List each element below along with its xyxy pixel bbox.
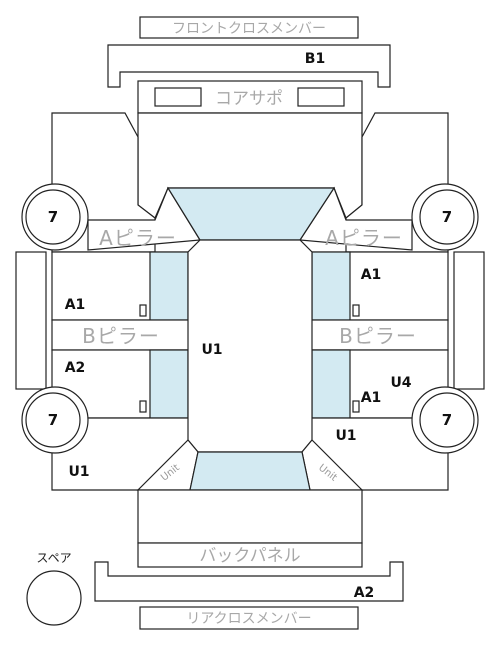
- left-front-handle: [139, 304, 147, 317]
- left-front-window[interactable]: [149, 251, 189, 321]
- rear-right-tire[interactable]: 7: [411, 386, 479, 454]
- front-right-tire[interactable]: 7: [411, 183, 479, 251]
- roof-code: U1: [201, 342, 222, 358]
- right-front-door-code: A1: [361, 267, 382, 283]
- back-panel[interactable]: [137, 542, 363, 568]
- rear-left-tire[interactable]: 7: [21, 386, 89, 454]
- front-left-tire-value: 7: [48, 208, 58, 226]
- right-front-handle: [352, 304, 360, 317]
- rear-left-tire-inner: [25, 392, 81, 448]
- right-rear-quarter-code: U1: [335, 428, 356, 444]
- left-rear-door-code: A2: [65, 360, 86, 376]
- front-cross-member-label: フロントクロスメンバー: [172, 21, 326, 37]
- rear-member-code: A2: [354, 585, 375, 601]
- front-right-tire-value: 7: [442, 208, 452, 226]
- left-rear-window[interactable]: [149, 349, 189, 419]
- right-rear-window[interactable]: [311, 349, 351, 419]
- front-left-tire[interactable]: 7: [21, 183, 89, 251]
- front-member-bracket[interactable]: [107, 44, 391, 88]
- left-b-pillar-label: Bピラー: [82, 324, 160, 348]
- front-right-tire-inner: [419, 189, 475, 245]
- right-rear-handle: [352, 400, 360, 413]
- rear-cross-member[interactable]: [139, 606, 359, 630]
- right-a-pillar-label: Aピラー: [325, 226, 403, 250]
- rear-right-tire-inner: [419, 392, 475, 448]
- core-support-label: コアサポ: [215, 89, 283, 109]
- left-front-door-code: A1: [65, 297, 86, 313]
- left-a-pillar-label: Aピラー: [99, 226, 177, 250]
- left-rear-quarter-code: U1: [68, 464, 89, 480]
- rear-member-bracket[interactable]: [94, 561, 404, 602]
- right-rear-unit-code: U4: [390, 375, 411, 391]
- rear-window[interactable]: [189, 451, 311, 491]
- rear-right-tire-value: 7: [442, 411, 452, 429]
- back-panel-label: バックパネル: [199, 546, 300, 566]
- right-rear-door-code: A1: [361, 390, 382, 406]
- left-rear-handle: [139, 400, 147, 413]
- trunk[interactable]: [137, 489, 363, 544]
- rear-cross-member-label: リアクロスメンバー: [186, 611, 311, 627]
- front-member-code: B1: [305, 51, 325, 67]
- front-cross-member[interactable]: [139, 16, 359, 39]
- core-support-left-slot: [154, 87, 202, 107]
- right-b-pillar-label: Bピラー: [339, 324, 417, 348]
- rear-left-tire-value: 7: [48, 411, 58, 429]
- right-rocker-panel[interactable]: [453, 251, 485, 390]
- spare-tire-label: スペア: [36, 551, 71, 565]
- front-left-tire-inner: [25, 189, 81, 245]
- left-b-pillar[interactable]: [51, 319, 191, 351]
- left-rocker-panel[interactable]: [15, 251, 47, 390]
- core-support-right-slot: [297, 87, 345, 107]
- spare-tire[interactable]: [26, 570, 82, 626]
- right-front-window[interactable]: [311, 251, 351, 321]
